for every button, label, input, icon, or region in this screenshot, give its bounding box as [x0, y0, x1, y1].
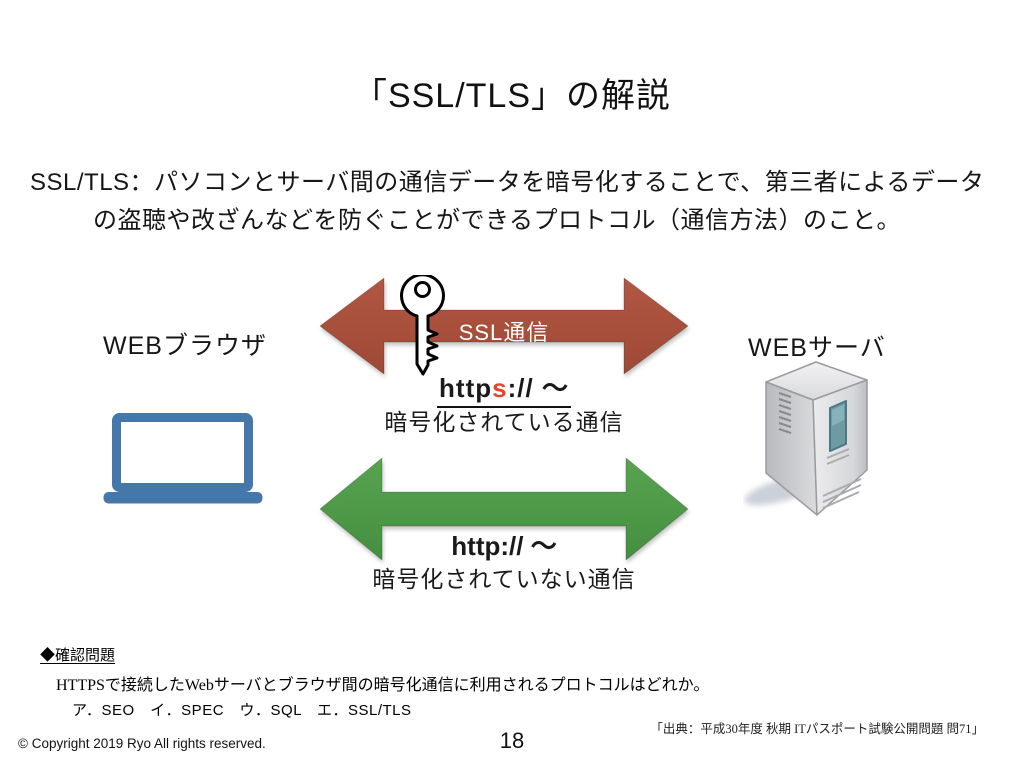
unencrypted-caption: 暗号化されていない通信: [372, 566, 636, 592]
web-browser-label: WEBブラウザ: [103, 332, 267, 360]
confirmation-question-options: ア．SEO イ．SPEC ウ．SQL エ．SSL/TLS: [72, 702, 412, 719]
server-tower-icon: [744, 361, 868, 516]
page-title: 「SSL/TLS」の解説: [352, 77, 672, 115]
confirmation-question-text: HTTPSで接続したWebサーバとブラウザ間の暗号化通信に利用されるプロトコルは…: [56, 677, 710, 694]
laptop-icon: [103, 413, 263, 504]
ssl-arrow-label: SSL通信: [458, 320, 550, 345]
encrypted-caption: 暗号化されている通信: [384, 409, 624, 435]
https-prefix: http: [439, 373, 493, 403]
http-url-label: http:// ～: [451, 531, 557, 561]
confirmation-question-heading: ◆確認問題: [40, 648, 116, 664]
description-line-2: の盗聴や改ざんなどを防ぐことができるプロトコル（通信方法）のこと。: [93, 207, 902, 234]
key-icon: [400, 275, 445, 376]
page-number: 18: [499, 728, 525, 753]
https-s-highlight: s: [492, 373, 508, 403]
https-suffix: :// ～: [507, 373, 569, 403]
https-url-label: https:// ～: [320, 368, 688, 408]
ssl-arrow: [320, 278, 688, 374]
copyright-notice: © Copyright 2019 Ryo All rights reserved…: [18, 736, 266, 751]
http-arrow: [320, 458, 688, 560]
source-citation: 「出典：平成30年度 秋期 ITパスポート試験公開問題 問71」: [650, 722, 984, 736]
web-server-label: WEBサーバ: [748, 334, 886, 362]
description-line-1: SSL/TLS：パソコンとサーバ間の通信データを暗号化することで、第三者によるデ…: [30, 169, 985, 196]
